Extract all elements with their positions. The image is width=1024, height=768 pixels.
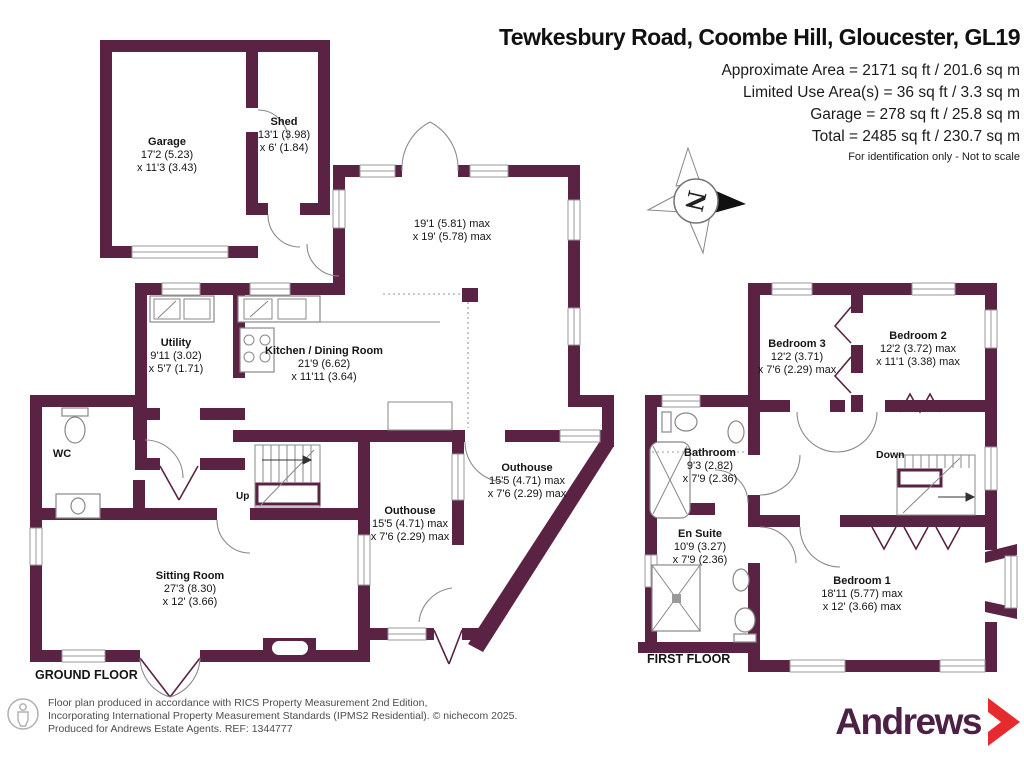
room-dimensions: x 11'1 (3.38) max <box>876 356 960 368</box>
room-name: Sitting Room <box>155 570 225 582</box>
room-dimensions: x 7'9 (2.36) <box>682 473 738 485</box>
room-dimensions: 19'1 (5.81) max <box>413 218 491 230</box>
room-name: Outhouse <box>501 462 553 474</box>
andrews-logo-chevron-icon <box>988 698 1020 746</box>
andrews-logo-text: Andrews <box>835 701 982 742</box>
room-dimensions: 10'9 (3.27) <box>673 541 727 553</box>
area-line: Limited Use Area(s) = 36 sq ft / 3.3 sq … <box>743 84 1020 101</box>
footer: Floor plan produced in accordance with R… <box>6 697 517 736</box>
room-dimensions: 12'2 (3.71) <box>770 351 824 363</box>
stairs-up-label: Up <box>236 491 250 502</box>
room-name: Garage <box>148 136 186 148</box>
area-line: Approximate Area = 2171 sq ft / 201.6 sq… <box>721 62 1020 79</box>
room-dimensions: 15'5 (4.71) max <box>371 518 449 530</box>
header-block: Tewkesbury Road, Coombe Hill, Gloucester… <box>498 24 1021 163</box>
room-name: Outhouse <box>384 505 436 517</box>
area-line: Garage = 278 sq ft / 25.8 sq m <box>810 106 1020 123</box>
ground-floor-stairs <box>254 444 321 508</box>
room-dimensions: 18'11 (5.77) max <box>821 588 903 600</box>
footer-text: Floor plan produced in accordance with R… <box>48 697 517 736</box>
andrews-logo: Andrews <box>835 698 1020 746</box>
room-dimensions: x 11'3 (3.43) <box>137 162 197 174</box>
room-dimensions: x 5'7 (1.71) <box>148 363 204 375</box>
room-name: Bathroom <box>684 447 736 459</box>
room-dimensions: 21'9 (6.62) <box>297 358 351 370</box>
disclaimer: For identification only - Not to scale <box>848 151 1020 163</box>
ground-floor-doors <box>139 109 506 698</box>
footer-line: Incorporating International Property Mea… <box>48 710 518 722</box>
first-floor-label: FIRST FLOOR <box>647 652 731 666</box>
first-floor-stairs <box>896 454 976 516</box>
ground-floor-walls <box>30 40 614 662</box>
room-dimensions: 15'5 (4.71) max <box>488 475 566 487</box>
room-dimensions: 27'3 (8.30) <box>163 583 217 595</box>
room-name: Bedroom 3 <box>768 338 826 350</box>
ground-floor-windows <box>29 164 601 663</box>
room-label-wc: WC <box>53 448 71 461</box>
area-summary: Approximate Area = 2171 sq ft / 201.6 sq… <box>499 60 1020 148</box>
footer-line: Produced for Andrews Estate Agents. REF:… <box>48 723 293 735</box>
room-name: Bedroom 2 <box>889 330 947 342</box>
stairs-down-label: Down <box>876 449 905 461</box>
room-dimensions: 9'3 (2.82) <box>686 460 734 472</box>
room-dimensions: x 19' (5.78) max <box>412 231 492 243</box>
area-line: Total = 2485 sq ft / 230.7 sq m <box>811 128 1020 145</box>
first-floor-doors <box>714 306 961 568</box>
ground-floor-label: GROUND FLOOR <box>35 668 138 682</box>
room-dimensions: x 11'11 (3.64) <box>291 371 357 383</box>
room-dimensions: x 12' (3.66) <box>162 596 218 608</box>
room-name: Bedroom 1 <box>833 575 891 587</box>
room-name: Kitchen / Dining Room <box>265 345 383 357</box>
room-dimensions: 12'2 (3.72) max <box>879 343 957 355</box>
footer-line: Floor plan produced in accordance with R… <box>48 697 428 709</box>
room-name: WC <box>52 448 72 460</box>
room-dimensions: 17'2 (5.23) <box>140 149 194 161</box>
room-dimensions: x 7'9 (2.36) <box>672 554 728 566</box>
compass-icon: N <box>646 146 746 255</box>
person-info-icon <box>7 698 39 730</box>
room-dimensions: x 7'6 (2.29) max <box>370 531 450 543</box>
ground-floor-fixtures <box>55 293 469 519</box>
room-dimensions: x 12' (3.66) max <box>822 601 902 613</box>
room-dimensions: 13'1 (3.98) <box>257 129 311 141</box>
room-name: En Suite <box>677 528 722 540</box>
room-dimensions: x 7'6 (2.29) max <box>757 364 837 376</box>
room-name: Utility <box>160 337 192 349</box>
room-dimensions: x 6' (1.84) <box>259 142 309 154</box>
room-dimensions: x 7'6 (2.29) max <box>487 488 567 500</box>
room-dimensions: 9'11 (3.02) <box>150 350 202 362</box>
page-title: Tewkesbury Road, Coombe Hill, Gloucester… <box>498 24 1021 50</box>
first-floor-fixtures <box>649 411 757 643</box>
room-name: Shed <box>270 116 298 128</box>
